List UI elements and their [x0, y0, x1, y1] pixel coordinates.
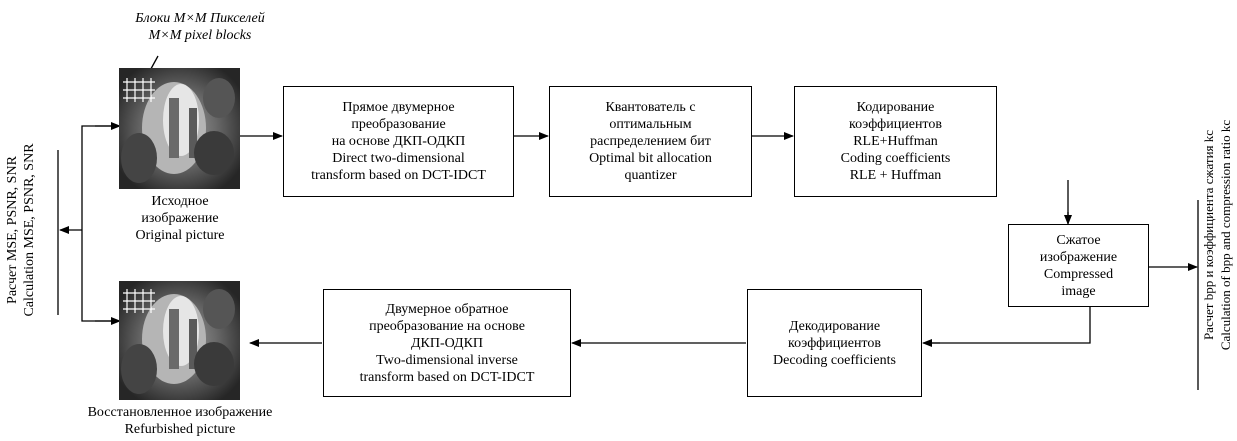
restored-label: Восстановленное изображение Refurbished …	[55, 404, 305, 438]
box-quantizer: Квантователь с оптимальным распределение…	[549, 86, 752, 197]
box-inverse-line: Two-dimensional inverse	[376, 352, 518, 368]
box-decoding-line: Декодирование	[788, 318, 881, 334]
original-picture	[119, 68, 240, 189]
original-label-ru1: Исходное	[151, 194, 209, 209]
box-quantizer-line: quantizer	[624, 168, 677, 183]
box-quantizer-line: Optimal bit allocation	[589, 151, 712, 166]
left-metric-text: Расчет MSE, PSNR, SNR Calculation MSE, P…	[4, 130, 38, 330]
box-coding-line: RLE+Huffman	[853, 134, 938, 149]
right-metric-ru: Расчет bpp и коэффициента сжатия kc	[1201, 129, 1216, 341]
right-metric-text: Расчет bpp и коэффициента сжатия kc Calc…	[1200, 70, 1234, 400]
box-inverse-line: преобразование на основе	[369, 318, 525, 334]
blocks-label: Блоки M×M Пикселей M×M pixel blocks	[120, 10, 280, 44]
box-coding-line: коэффициентов	[849, 117, 942, 132]
box-compressed-line: image	[1061, 283, 1096, 299]
box-coding: Кодирование коэффициентов RLE+Huffman Co…	[794, 86, 997, 197]
box-inverse-line: ДКП-ОДКП	[410, 335, 484, 351]
original-label-ru2: изображение	[141, 211, 219, 226]
restored-picture	[119, 281, 240, 400]
blocks-label-en: M×M pixel blocks	[148, 28, 252, 43]
box-coding-line: Кодирование	[856, 100, 935, 115]
right-metric-en: Calculation of bpp and compression ratio…	[1218, 119, 1233, 351]
restored-label-en: Refurbished picture	[124, 422, 236, 437]
box-compressed-image: Сжатое изображение Compressed image	[1008, 224, 1149, 307]
original-label-en: Original picture	[135, 228, 225, 243]
box-decoding-line: Decoding coefficients	[773, 352, 896, 368]
left-metric-ru: Расчет MSE, PSNR, SNR	[5, 156, 20, 304]
box-inverse-transform: Двумерное обратное преобразование на осн…	[323, 289, 571, 397]
left-metric-en: Calculation MSE, PSNR, SNR	[22, 143, 37, 317]
box-inverse-line: transform based on DCT-IDCT	[359, 369, 535, 385]
box-direct-transform-line: Прямое двумерное	[342, 100, 455, 115]
box-quantizer-line: оптимальным	[609, 117, 692, 132]
restored-label-ru: Восстановленное изображение	[87, 405, 273, 420]
box-decoding-line: коэффициентов	[788, 335, 881, 351]
box-compressed-line: Compressed	[1043, 266, 1114, 282]
box-quantizer-line: распределением бит	[590, 134, 711, 149]
box-direct-transform-line: Direct two-dimensional	[332, 151, 465, 166]
box-direct-transform-line: на основе ДКП-ОДКП	[331, 134, 466, 149]
original-label: Исходное изображение Original picture	[110, 193, 250, 244]
box-quantizer-line: Квантователь с	[605, 100, 696, 115]
box-compressed-line: Сжатое	[1056, 232, 1101, 248]
arrow-compressed-to-decoding	[925, 307, 1091, 344]
box-direct-transform-line: преобразование	[351, 117, 446, 132]
box-coding-line: RLE + Huffman	[849, 168, 942, 183]
box-coding-line: Coding coefficients	[840, 151, 951, 166]
box-inverse-line: Двумерное обратное	[385, 301, 509, 317]
box-decoding: Декодирование коэффициентов Decoding coe…	[747, 289, 922, 397]
box-compressed-line: изображение	[1039, 249, 1118, 265]
blocks-label-ru: Блоки M×M Пикселей	[135, 11, 265, 26]
box-direct-transform: Прямое двумерное преобразование на основ…	[283, 86, 514, 197]
box-direct-transform-line: transform based on DCT-IDCT	[311, 168, 486, 183]
